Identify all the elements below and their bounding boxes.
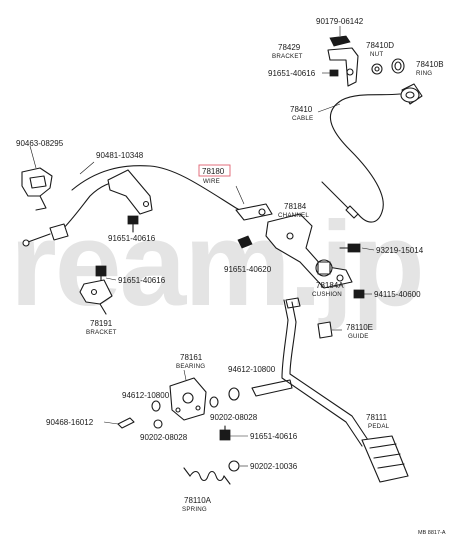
bolt-91651-40620[interactable]	[237, 235, 253, 249]
bolt-91651-low[interactable]	[219, 425, 231, 441]
label-90202-c: 90202-10036	[250, 462, 298, 471]
label-78184-sub: CHANNEL	[278, 212, 309, 219]
watermark: ream.jp	[10, 197, 423, 331]
screw-93219[interactable]	[339, 243, 361, 253]
bracket-wire-mid[interactable]	[107, 169, 153, 215]
highlight-78180	[198, 164, 231, 177]
washer-90202-a[interactable]	[153, 419, 163, 429]
label-78410: 78410	[290, 105, 313, 114]
diagram-code: MB 8817-A	[418, 530, 446, 536]
label-91651-40620: 91651-40620	[224, 265, 272, 274]
guide-78110E[interactable]	[317, 321, 333, 339]
label-78110E-sub: GUIDE	[348, 333, 369, 340]
clamp-90463[interactable]	[21, 167, 53, 211]
washer-94612-b[interactable]	[228, 387, 240, 401]
label-90202-b: 90202-08028	[210, 413, 258, 422]
bracket-78191[interactable]	[79, 279, 113, 315]
label-78161: 78161	[180, 353, 203, 362]
label-78184A-sub: CUSHION	[312, 291, 342, 298]
label-78191: 78191	[90, 319, 113, 328]
clip-90179[interactable]	[329, 35, 351, 47]
pin-90468[interactable]	[117, 417, 135, 429]
washer-94612-a[interactable]	[151, 400, 161, 412]
spring-78110A[interactable]	[183, 467, 231, 485]
label-78111: 78111	[366, 413, 388, 422]
label-78410B-sub: RING	[416, 70, 432, 77]
label-78180[interactable]: 78180	[202, 167, 225, 176]
label-78184A: 78184A	[316, 281, 344, 290]
ring-78410B[interactable]	[391, 58, 405, 74]
bolt-91651-mid[interactable]	[127, 215, 139, 233]
label-78191-sub: BRACKET	[86, 329, 117, 336]
label-90463: 90463-08295	[16, 139, 64, 148]
label-78180-sub: WIRE	[203, 178, 220, 185]
label-91651-mid: 91651-40616	[108, 234, 156, 243]
cushion-78184A[interactable]	[315, 259, 333, 277]
label-78410B: 78410B	[416, 60, 444, 69]
label-78410-sub: CABLE	[292, 115, 313, 122]
label-91651-low: 91651-40616	[250, 432, 298, 441]
label-94612-b: 94612-10800	[228, 365, 276, 374]
label-94115: 94115-40600	[374, 290, 421, 299]
label-78410D: 78410D	[366, 41, 394, 50]
label-78161-sub: BEARING	[176, 363, 205, 370]
label-90179: 90179-06142	[316, 17, 364, 26]
pedal-arm-78111[interactable]	[251, 297, 369, 447]
bracket-78429[interactable]	[327, 47, 359, 87]
label-91651-top: 91651-40616	[268, 69, 316, 78]
washer-90202-c[interactable]	[228, 460, 240, 472]
wire-end[interactable]	[235, 203, 273, 221]
label-78184: 78184	[284, 202, 307, 211]
label-91651-left: 91651-40616	[118, 276, 166, 285]
nut-94115[interactable]	[353, 289, 365, 299]
label-78110A: 78110A	[184, 496, 212, 505]
label-78429: 78429	[278, 43, 301, 52]
bearing-78161[interactable]	[169, 377, 207, 421]
washer-90202-b[interactable]	[209, 396, 219, 408]
label-90481: 90481-10348	[96, 151, 144, 160]
label-90468: 90468-16012	[46, 418, 94, 427]
label-78111-sub: PEDAL	[368, 423, 390, 430]
label-94612-a: 94612-10800	[122, 391, 170, 400]
label-78110A-sub: SPRING	[182, 506, 207, 513]
label-90202-a: 90202-08028	[140, 433, 188, 442]
label-78410D-sub: NUT	[370, 51, 383, 58]
pedal-pad-78111[interactable]	[361, 435, 409, 483]
label-78110E: 78110E	[346, 323, 373, 332]
label-93219: 93219-15014	[376, 246, 424, 255]
cable-78410[interactable]	[321, 83, 423, 223]
nut-78410D[interactable]	[371, 63, 383, 75]
bolt-91651-top[interactable]	[329, 69, 339, 77]
label-78429-sub: BRACKET	[272, 53, 303, 60]
